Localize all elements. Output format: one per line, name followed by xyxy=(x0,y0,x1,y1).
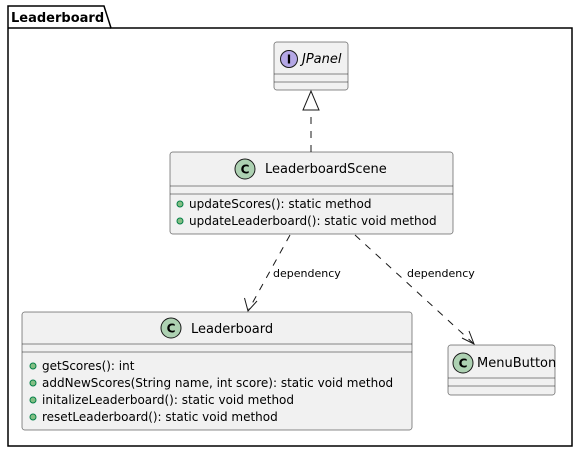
public-method-icon xyxy=(29,413,37,421)
dependency-edge-menubutton: dependency xyxy=(354,234,475,346)
realization-arrowhead-icon xyxy=(302,89,320,111)
class-jpanel[interactable]: I JPanel xyxy=(273,41,349,91)
method-row: updateLeaderboard(): static void method xyxy=(176,214,437,228)
realization-edge xyxy=(302,89,320,152)
public-method-icon xyxy=(176,200,184,208)
method-row: resetLeaderboard(): static void method xyxy=(29,410,278,424)
dependency-label: dependency xyxy=(273,267,341,280)
public-method-icon xyxy=(29,362,37,370)
public-method-icon xyxy=(29,396,37,404)
dependency-edge-leaderboard: dependency xyxy=(244,234,341,313)
public-method-icon xyxy=(29,379,37,387)
class-leaderboard-scene[interactable]: C LeaderboardScene updateScores(): stati… xyxy=(169,151,454,235)
method-row: updateScores(): static method xyxy=(176,197,371,211)
dependency-arrowhead-icon xyxy=(244,297,258,313)
class-menubutton[interactable]: C MenuButton xyxy=(447,344,556,396)
class-name-jpanel: JPanel xyxy=(299,52,342,67)
interface-badge-icon: I xyxy=(280,50,298,68)
interface-badge-letter: I xyxy=(287,53,291,67)
method-text: updateScores(): static method xyxy=(189,197,371,211)
dependency-arrowhead-icon xyxy=(461,330,475,346)
class-badge-icon: C xyxy=(160,317,182,339)
class-badge-icon: C xyxy=(452,352,474,374)
class-badge-letter: C xyxy=(459,357,468,371)
class-name-leaderboard: Leaderboard xyxy=(191,322,273,337)
method-row: addNewScores(String name, int score): st… xyxy=(29,376,393,390)
class-leaderboard[interactable]: C Leaderboard getScores(): int addNewSco… xyxy=(21,311,413,431)
class-badge-letter: C xyxy=(167,322,176,336)
method-text: getScores(): int xyxy=(42,359,135,373)
method-text: initalizeLeaderboard(): static void meth… xyxy=(42,393,294,407)
dependency-label: dependency xyxy=(407,267,475,280)
class-badge-letter: C xyxy=(241,163,250,177)
class-name-menubutton: MenuButton xyxy=(477,356,556,371)
method-text: resetLeaderboard(): static void method xyxy=(42,410,278,424)
class-name-leaderboard-scene: LeaderboardScene xyxy=(265,162,387,177)
class-badge-icon: C xyxy=(234,158,256,180)
method-text: updateLeaderboard(): static void method xyxy=(189,214,437,228)
method-row: initalizeLeaderboard(): static void meth… xyxy=(29,393,294,407)
package-leaderboard: Leaderboard xyxy=(7,5,573,447)
package-title: Leaderboard xyxy=(11,11,104,26)
method-text: addNewScores(String name, int score): st… xyxy=(42,376,393,390)
public-method-icon xyxy=(176,217,184,225)
method-row: getScores(): int xyxy=(29,359,135,373)
